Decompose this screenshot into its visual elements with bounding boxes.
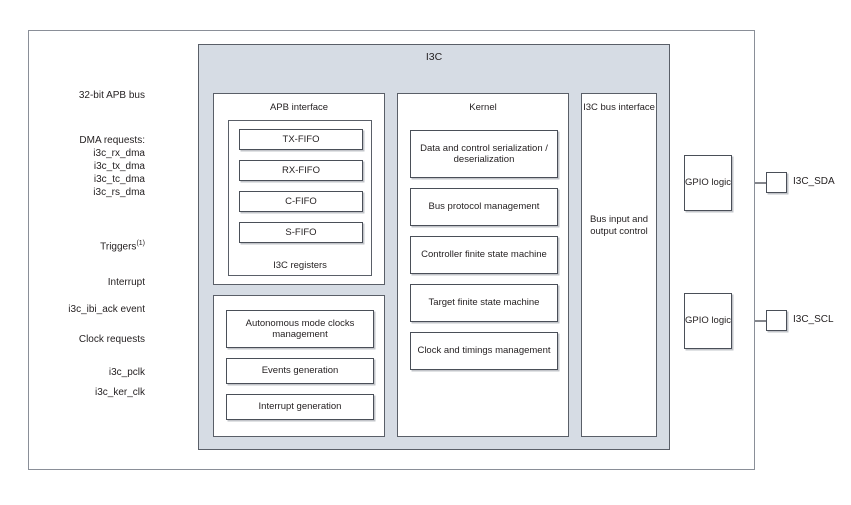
signal-label-triggers: Triggers(1) — [100, 237, 145, 253]
signal-label-clock-requests: Clock requests — [78, 334, 145, 345]
gpio-logic-sda: GPIO logic — [684, 155, 732, 211]
gpio-logic-scl: GPIO logic — [684, 293, 732, 349]
block-rx-fifo: RX-FIFO — [239, 160, 363, 181]
block-events-generation: Events generation — [226, 358, 374, 384]
pin-label-sda: I3C_SDA — [793, 176, 835, 187]
signal-label-ibi-ack: i3c_ibi_ack event — [68, 304, 145, 315]
i3c-registers-frame: TX-FIFO RX-FIFO C-FIFO S-FIFO I3C regist… — [228, 120, 372, 276]
bus-input-output-control-text: Bus input and output control — [589, 214, 649, 237]
signal-label-pclk: i3c_pclk — [108, 367, 145, 378]
signal-label-apb-bus: 32-bit APB bus — [78, 90, 145, 101]
block-controller-fsm: Controller finite state machine — [410, 236, 558, 274]
i3c-bus-interface-block: I3C bus interface Bus input and output c… — [581, 93, 657, 437]
block-data-control-serialization: Data and control serialization / deseria… — [410, 130, 558, 178]
kernel-title: Kernel — [469, 102, 497, 113]
i3c-bus-interface-title: I3C bus interface — [583, 102, 655, 113]
i3c-title: I3C — [425, 51, 443, 63]
triggers-footnote-marker: (1) — [136, 240, 145, 247]
pin-pad-scl — [766, 310, 787, 331]
block-tx-fifo: TX-FIFO — [239, 129, 363, 150]
kernel-block: Kernel Data and control serialization / … — [397, 93, 569, 437]
block-c-fifo: C-FIFO — [239, 191, 363, 212]
block-interrupt-generation: Interrupt generation — [226, 394, 374, 420]
apb-interface-title: APB interface — [269, 102, 329, 113]
block-s-fifo: S-FIFO — [239, 222, 363, 243]
signal-label-ker-clk: i3c_ker_clk — [94, 387, 145, 398]
pin-label-scl: I3C_SCL — [793, 314, 834, 325]
block-autonomous-mode-clocks: Autonomous mode clocks management — [226, 310, 374, 348]
block-bus-protocol-management: Bus protocol management — [410, 188, 558, 226]
signal-label-interrupt: Interrupt — [107, 277, 145, 288]
pin-pad-sda — [766, 172, 787, 193]
i3c-peripheral-container: I3C APB interface TX-FIFO RX-FIFO C-FIFO… — [198, 44, 670, 450]
triggers-text: Triggers — [100, 241, 137, 253]
apb-interface-block: APB interface TX-FIFO RX-FIFO C-FIFO S-F… — [213, 93, 385, 285]
i3c-registers-caption: I3C registers — [273, 260, 327, 271]
block-clock-timings-management: Clock and timings management — [410, 332, 558, 370]
apb-autonomous-block: Autonomous mode clocks management Events… — [213, 295, 385, 437]
block-target-fsm: Target finite state machine — [410, 284, 558, 322]
signal-label-dma-header: DMA requests: — [79, 135, 145, 146]
